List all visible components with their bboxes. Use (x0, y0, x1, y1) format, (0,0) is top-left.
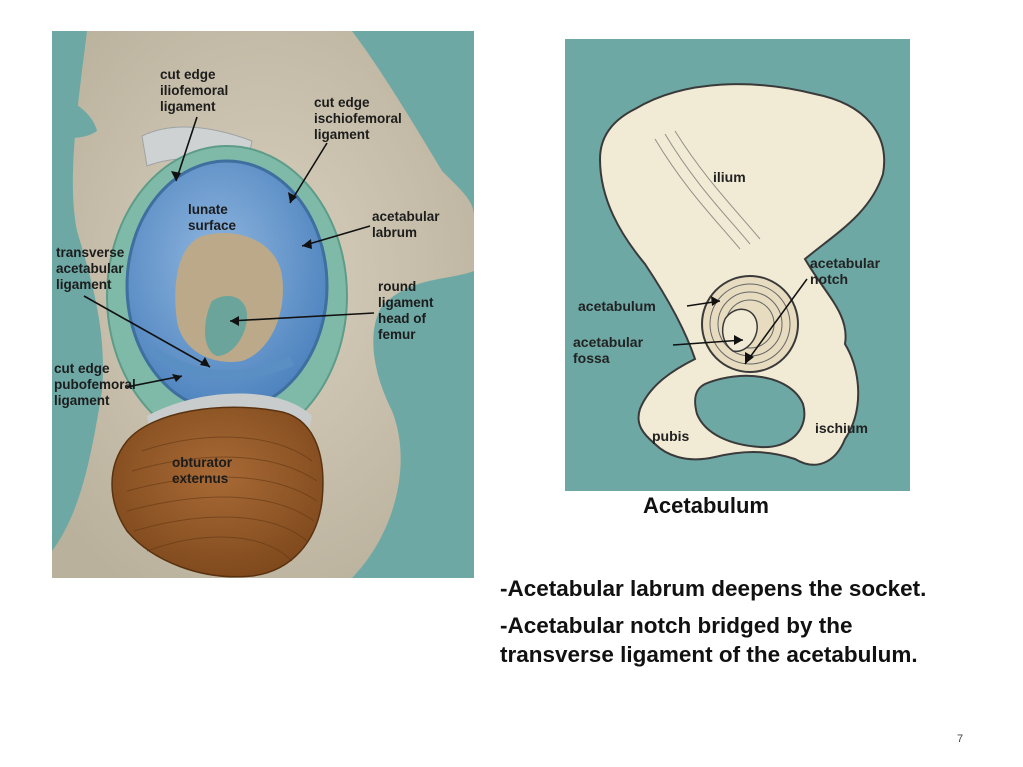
label-acetabular-fossa: acetabular fossa (573, 334, 644, 366)
svg-text:femur: femur (378, 327, 416, 342)
slide-number: 7 (956, 733, 964, 745)
svg-text:transverse: transverse (56, 245, 125, 260)
svg-text:lunate: lunate (188, 202, 228, 217)
svg-text:notch: notch (810, 271, 848, 287)
leader-lines (83, 116, 375, 388)
svg-text:head of: head of (378, 311, 427, 326)
svg-text:acetabular: acetabular (56, 261, 124, 276)
label-ilium: ilium (713, 169, 746, 185)
obturator-foramen (694, 374, 806, 449)
svg-text:ligament: ligament (56, 277, 112, 292)
hip-bone-illustration: ilium acetabular notch acetabulum acetab… (565, 39, 910, 491)
svg-text:ligament: ligament (54, 393, 110, 408)
svg-text:acetabular: acetabular (810, 255, 881, 271)
label-transverse-acetabular-ligament: transverse acetabular ligament (56, 245, 125, 292)
label-acetabular-notch: acetabular notch (810, 255, 881, 287)
figure-caption: Acetabulum (643, 493, 769, 518)
svg-text:ligament: ligament (378, 295, 434, 310)
svg-text:ischiofemoral: ischiofemoral (314, 111, 402, 126)
svg-text:ligament: ligament (314, 127, 370, 142)
label-obturator-externus: obturator externus (172, 455, 233, 486)
bullet-item: -Acetabular labrum deepens the socket. (500, 576, 927, 601)
label-acetabular-labrum: acetabular labrum (372, 209, 440, 240)
svg-text:externus: externus (172, 471, 228, 486)
svg-text:fossa: fossa (573, 350, 610, 366)
svg-text:cut edge: cut edge (160, 67, 216, 82)
hip-bone-outline (598, 83, 886, 466)
svg-text:round: round (378, 279, 416, 294)
muscle-striations (126, 436, 318, 562)
label-pubis: pubis (652, 428, 690, 444)
label-ischium: ischium (815, 420, 868, 436)
hip-bone-lateral-figure: ilium acetabular notch acetabulum acetab… (565, 39, 910, 491)
svg-text:cut edge: cut edge (314, 95, 370, 110)
transverse-acetabular-ligament (149, 346, 294, 381)
svg-text:obturator: obturator (172, 455, 233, 470)
hip-joint-dissection-figure: cut edge iliofemoral ligament cut edge i… (52, 31, 474, 578)
iliac-shading (654, 130, 761, 250)
label-cut-edge-ischiofemoral: cut edge ischiofemoral ligament (314, 95, 402, 142)
label-lunate-surface: lunate surface (188, 202, 237, 233)
bone-notch-left (52, 91, 97, 141)
leader-arrowheads (171, 171, 312, 382)
bullet-item: -Acetabular notch bridged by the transve… (500, 613, 918, 667)
hip-joint-illustration: cut edge iliofemoral ligament cut edge i… (52, 31, 474, 578)
right-leader-arrowheads (711, 296, 754, 364)
label-round-ligament-head-of-femur: round ligament head of femur (378, 279, 434, 342)
label-cut-edge-iliofemoral: cut edge iliofemoral ligament (160, 67, 228, 114)
label-cut-edge-pubofemoral: cut edge pubofemoral ligament (54, 361, 136, 408)
round-ligament (205, 296, 247, 356)
svg-text:surface: surface (188, 218, 237, 233)
svg-text:pubofemoral: pubofemoral (54, 377, 136, 392)
svg-text:acetabular: acetabular (372, 209, 440, 224)
label-acetabulum: acetabulum (578, 298, 656, 314)
obturator-externus-muscle (111, 406, 324, 578)
bullet-list: -Acetabular labrum deepens the socket. -… (500, 574, 940, 677)
svg-text:acetabular: acetabular (573, 334, 644, 350)
svg-text:cut edge: cut edge (54, 361, 110, 376)
svg-text:iliofemoral: iliofemoral (160, 83, 228, 98)
svg-text:ligament: ligament (160, 99, 216, 114)
svg-text:labrum: labrum (372, 225, 417, 240)
